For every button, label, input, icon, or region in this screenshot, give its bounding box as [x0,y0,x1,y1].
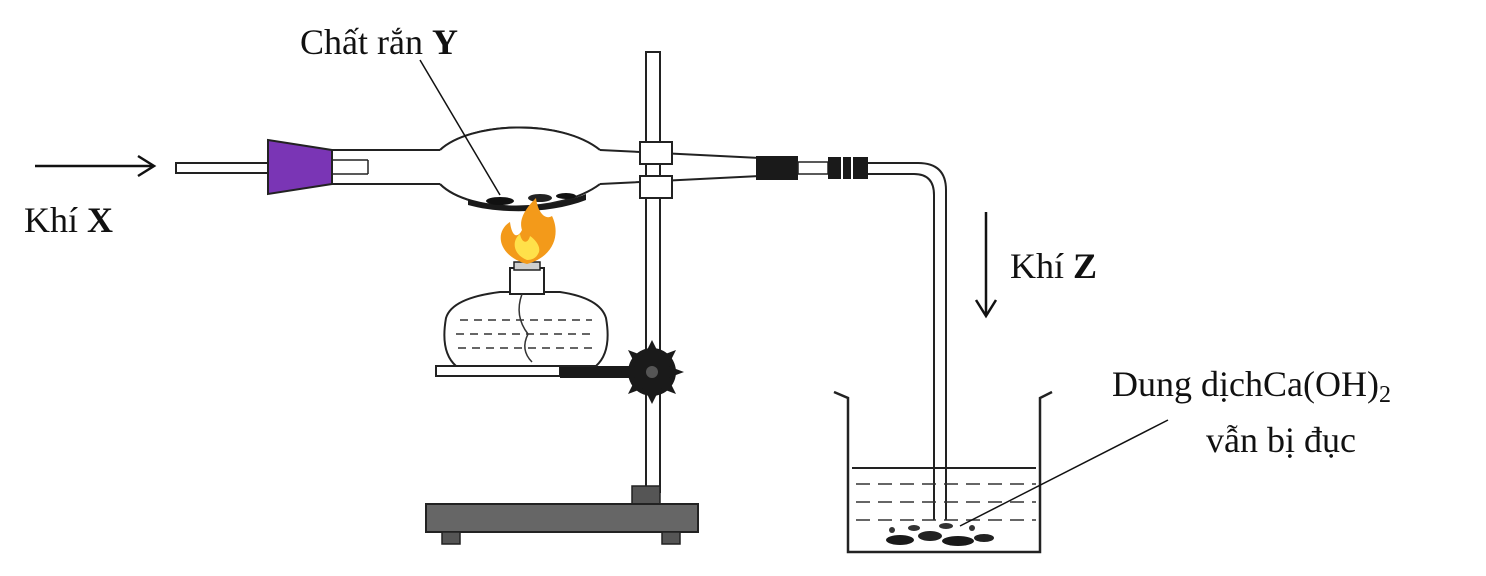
gas-z-var: Z [1073,246,1098,286]
delivery-tube [868,162,947,520]
flame [500,198,556,264]
stand-base [425,485,699,545]
solution-label-line2: vẫn bị đục [1206,422,1356,458]
stand-rod [645,51,661,493]
inlet-tube [175,162,279,174]
beaker [833,390,1053,554]
tube-clamp [639,141,673,199]
solid-y-prefix: Chất rắn [300,22,423,62]
clamp-knob [620,340,684,404]
solid-y-var: Y [431,22,458,62]
solution-formula: Dung dịchCa(OH) [1112,364,1379,404]
solution-subscript: 2 [1378,382,1391,408]
gas-z-prefix: Khí [1010,246,1064,286]
gas-z-arrow [974,212,998,319]
solid-y-label: Chất rắn Y [300,24,458,60]
precipitate [886,523,994,546]
glass-tube-left [332,149,440,185]
stopper [267,138,333,196]
solution-label-line1: Dung dịchCa(OH)2 [1112,366,1391,407]
solid-y-deposit [468,193,586,212]
gas-x-arrow [35,154,157,178]
solution-state: vẫn bị đục [1206,420,1356,460]
gas-x-prefix: Khí [24,200,78,240]
spirit-lamp [443,261,609,367]
rubber-connector [756,156,868,180]
gas-z-label: Khí Z [1010,248,1097,284]
gas-x-label: Khí X [24,202,113,238]
glass-tube-right [599,149,761,185]
gas-x-var: X [87,200,113,240]
solution-leader [959,419,1169,527]
solid-y-leader [419,59,501,196]
